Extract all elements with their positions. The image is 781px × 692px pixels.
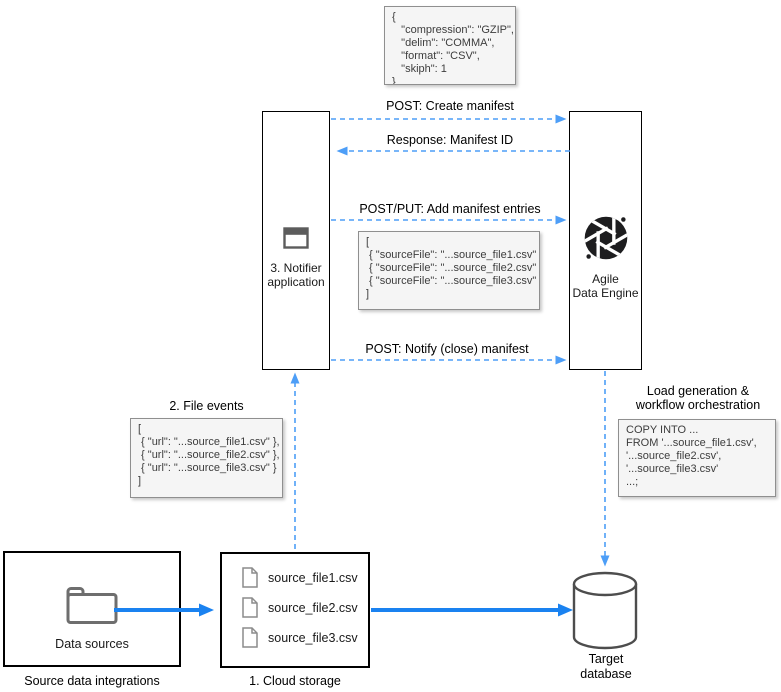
file-name: source_file3.csv [268,630,358,645]
file-events-code: [ { "url": "...source_file1.csv" }, { "u… [138,423,280,487]
data-sources-label: Data sources [55,637,129,651]
label-add-manifest-entries: POST/PUT: Add manifest entries [359,202,541,216]
manifest-config-code: { "compression": "GZIP", "delim": "COMMA… [392,11,514,85]
file-events-box: [ { "url": "...source_file1.csv" }, { "u… [130,418,283,498]
data-sources-node: Data sources [3,551,181,667]
manifest-config-box: { "compression": "GZIP", "delim": "COMMA… [384,6,516,85]
file-name: source_file1.csv [268,570,358,585]
file-row: source_file1.csv [242,567,368,588]
file-icon [242,597,258,618]
source-integrations-caption: Source data integrations [24,674,160,688]
notifier-application-label: 3. Notifier application [267,260,325,289]
file-icon [242,627,258,648]
copy-into-box: COPY INTO ... FROM '...source_file1.csv'… [618,419,776,497]
label-file-events: 2. File events [169,399,244,413]
file-row: source_file2.csv [242,597,368,618]
label-post-create-manifest: POST: Create manifest [386,99,514,113]
cloud-storage-node: source_file1.csv source_file2.csv source… [220,552,370,668]
notifier-application-node: 3. Notifier application [262,111,330,370]
file-name: source_file2.csv [268,600,358,615]
application-window-icon [283,226,309,249]
cloud-storage-caption: 1. Cloud storage [249,674,341,688]
database-cylinder-icon [572,571,638,650]
file-row: source_file3.csv [242,627,368,648]
agile-data-engine-node: Agile Data Engine [569,111,642,370]
copy-into-code: COPY INTO ... FROM '...source_file1.csv'… [626,424,757,488]
aperture-icon [584,216,627,259]
label-response-manifest-id: Response: Manifest ID [386,133,514,147]
target-database-label: Target database [580,652,632,681]
label-load-generation: Load generation & workflow orchestration [635,384,761,412]
manifest-entries-box: [ { "sourceFile": "...source_file1.csv" … [358,231,540,310]
folder-icon [66,587,118,624]
label-notify-close-manifest: POST: Notify (close) manifest [365,342,529,356]
agile-data-engine-label: Agile Data Engine [572,271,639,300]
file-icon [242,567,258,588]
manifest-entries-code: [ { "sourceFile": "...source_file1.csv" … [366,236,537,300]
